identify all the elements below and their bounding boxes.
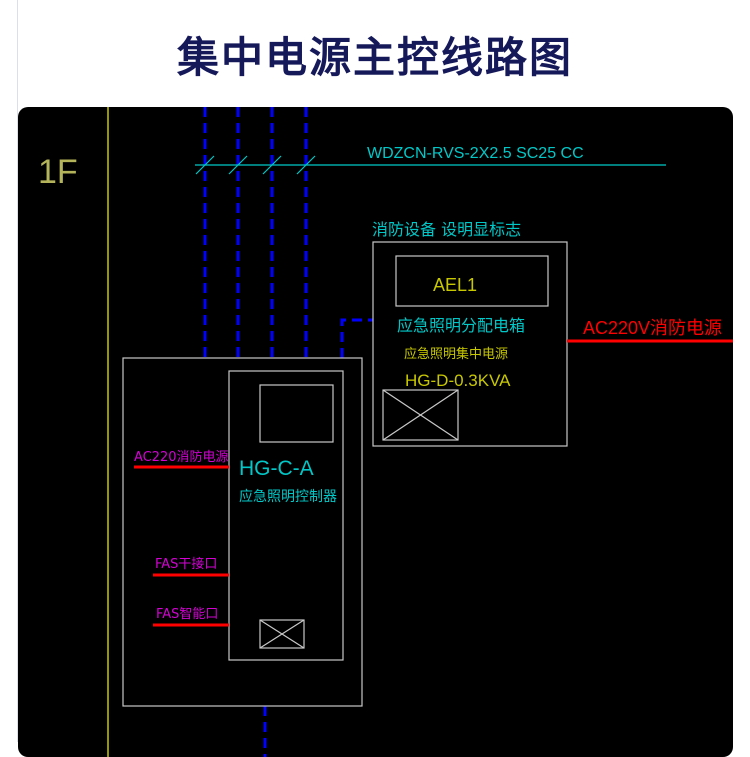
page-edge-line [17,0,18,742]
distribution-box [372,241,568,447]
box-cross-symbol-icon [382,389,459,441]
page-title: 集中电源主控线路图 [176,33,573,82]
controller-model: HG-C-A [239,457,314,480]
cad-drawing-panel: 1F WDZCN-RVS-2X2.5 SC25 CC 消防设备 设明显标志 AE… [18,107,733,757]
box-id: AEL1 [433,275,477,295]
sign-label: 消防设备 设明显标志 [372,220,521,239]
controller-unit [228,370,344,661]
power-name: 应急照明集中电源 [404,346,508,362]
box-id-frame [395,255,549,307]
controller-display [259,384,334,443]
floor-label: 1F [38,153,78,191]
controller-cabinet [122,357,363,707]
wiring-diagram: 1F WDZCN-RVS-2X2.5 SC25 CC 消防设备 设明显标志 AE… [38,107,733,757]
external-power-label: AC220V消防电源 [583,318,722,338]
box-name: 应急照明分配电箱 [397,316,525,335]
power-model: HG-D-0.3KVA [405,371,511,390]
input-label: FAS智能口 [156,607,218,622]
cable-spec-leader [195,155,666,175]
cable-spec-text: WDZCN-RVS-2X2.5 SC25 CC [367,145,584,162]
riser-cables [203,107,373,757]
controller-name: 应急照明控制器 [239,488,337,505]
box-feed-line [340,318,373,358]
controller-cross-symbol-icon [259,619,305,649]
input-label: FAS干接口 [155,556,217,572]
input-label: AC220消防电源 [134,449,229,465]
